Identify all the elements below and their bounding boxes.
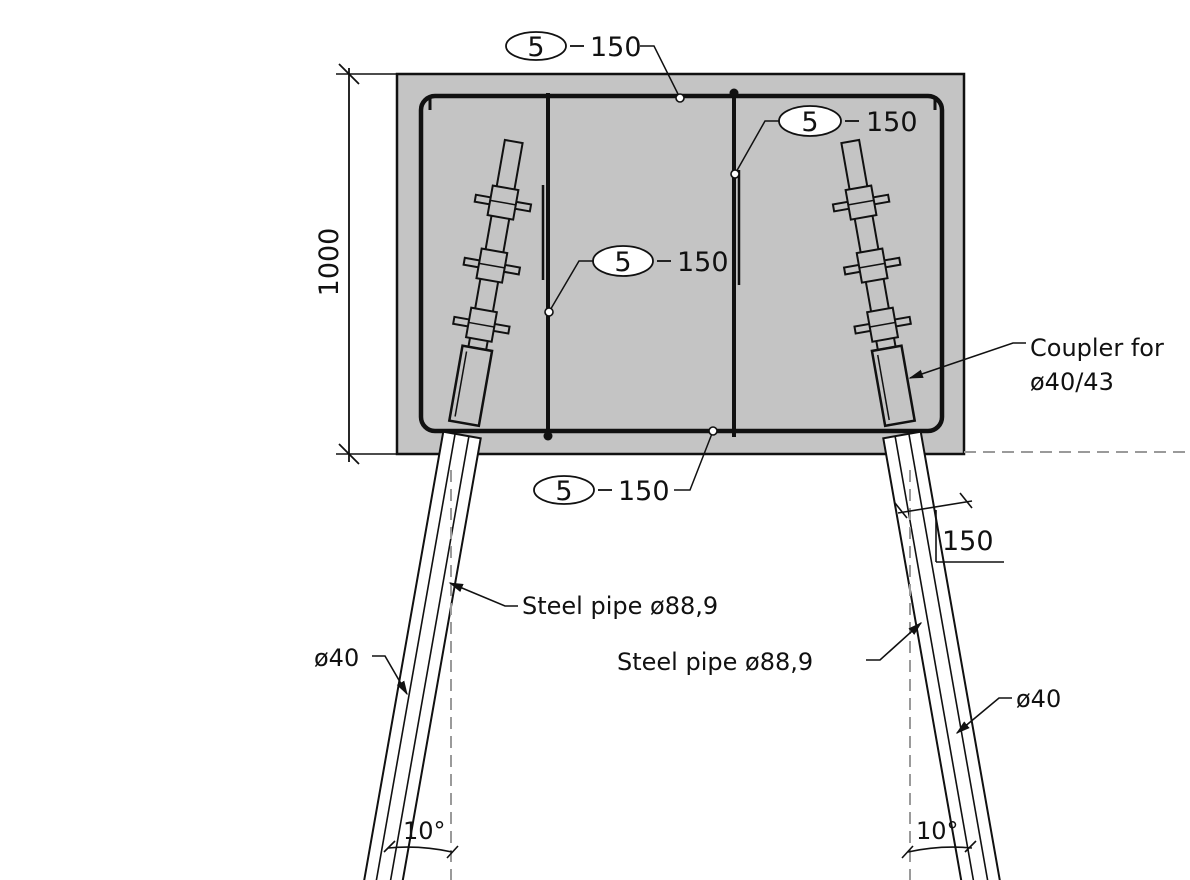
rebar-mark: 5: [801, 107, 818, 138]
right-rod-line: [908, 433, 992, 880]
rebar-spacing: 150: [677, 247, 729, 278]
height-dimension-label: 1000: [314, 228, 345, 297]
bar-end-dot: [729, 88, 739, 98]
dimension-tick: [894, 502, 908, 519]
rebar-callout: 5 150: [730, 105, 918, 179]
rod-left-label-group: ø40: [314, 644, 408, 696]
steel-pipe-right-label-group: Steel pipe ø88,9: [617, 622, 923, 676]
angle-right-label: 10°: [916, 817, 959, 845]
left-rod-line: [386, 436, 470, 880]
rebar-mark: 5: [614, 247, 631, 278]
washer-nut: [452, 306, 511, 343]
rebar-callout: 5 150: [505, 31, 685, 103]
rebar-mark-oval: [533, 475, 595, 505]
washer-nut: [842, 247, 902, 284]
rebar-spacing: 150: [618, 476, 670, 507]
right-coupler: [870, 344, 917, 428]
pipe-spacing-dimension-label: 150: [942, 526, 994, 557]
rebar-callout: 5 150: [533, 426, 718, 507]
bar-end-dot: [543, 431, 553, 441]
rod-left-label: ø40: [314, 644, 359, 672]
steel-pipe-right-label: Steel pipe ø88,9: [617, 648, 813, 676]
washer-nut: [473, 184, 533, 221]
steel-pipe-left-label: Steel pipe ø88,9: [522, 592, 718, 620]
washer-nut: [831, 184, 891, 221]
angle-right-indicator: 10°: [901, 817, 977, 859]
rebar-mark-oval: [505, 31, 567, 61]
coupler-label-group: Coupler for ø40/43: [908, 334, 1164, 396]
angle-left-label: 10°: [403, 817, 446, 845]
washer-nut: [853, 306, 912, 343]
right-rod-line: [894, 436, 978, 880]
rod-right-label: ø40: [1016, 685, 1061, 713]
rebar-spacing: 150: [590, 32, 642, 63]
rebar-callout: 5 150: [544, 245, 729, 317]
rebar-mark: 5: [555, 476, 572, 507]
right-steel-pipe: [882, 430, 1004, 880]
steel-pipe-left-label-group: Steel pipe ø88,9: [448, 582, 718, 620]
left-rod-line: [372, 433, 456, 880]
left-coupler: [447, 344, 494, 428]
washer-nut: [462, 247, 522, 284]
angle-left-indicator: 10°: [383, 817, 459, 859]
coupler-label-line1: Coupler for: [1030, 334, 1164, 362]
dimension-tick: [959, 492, 973, 509]
rod-right-label-group: ø40: [955, 685, 1061, 734]
coupler-label-line2: ø40/43: [1030, 368, 1114, 396]
rebar-mark: 5: [527, 32, 544, 63]
rebar-spacing: 150: [866, 107, 918, 138]
right-anchor-rod-assembly: [831, 138, 1004, 880]
